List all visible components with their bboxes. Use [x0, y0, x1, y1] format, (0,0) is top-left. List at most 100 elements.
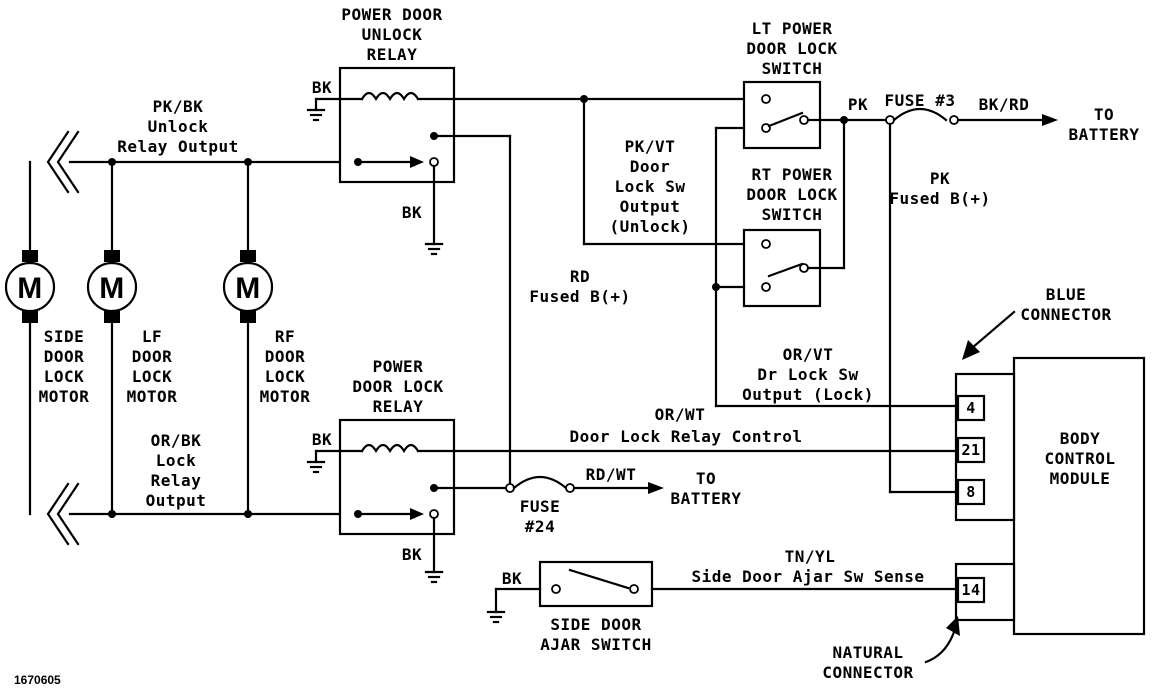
wire-label: Door Lock Relay Control — [569, 427, 802, 446]
power-door-lock-relay: POWER DOOR LOCK RELAY BK BK — [306, 357, 456, 584]
rt-power-door-lock-switch: RT POWER DOOR LOCK SWITCH — [712, 126, 846, 408]
lf-motor-label: LF DOOR LOCK MOTOR — [127, 327, 178, 406]
connector-pin — [956, 478, 986, 506]
motor-symbol: M — [99, 272, 125, 305]
switch-unlock-wiring — [452, 95, 768, 246]
wire-label: Fused B(+) — [529, 287, 630, 306]
or-vt-wire: OR/VT Dr Lock Sw Output (Lock) — [714, 345, 960, 408]
wire-label: BATTERY — [1069, 125, 1140, 144]
wire-label: POWER DOOR — [341, 5, 442, 24]
wire-label: DOOR — [265, 347, 306, 366]
wire-label: Lock Sw — [615, 177, 686, 196]
lt-power-door-lock-switch: LT POWER DOOR LOCK SWITCH — [742, 19, 837, 150]
wire-label: Output (Lock) — [742, 385, 874, 404]
side-door-ajar-switch: BK SIDE DOOR AJAR SWITCH TN/YL Side Door… — [486, 547, 960, 654]
wire-label: NATURAL — [833, 643, 904, 662]
rf-door-lock-motor: M — [222, 250, 274, 323]
pk-feed: PK PK Fused B(+) — [818, 95, 990, 494]
motor-symbol: M — [235, 272, 261, 305]
wire-label: CONNECTOR — [822, 663, 913, 682]
wire-label: PK/VT — [625, 137, 676, 156]
side-door-lock-motor: M — [4, 250, 56, 323]
side-motor-label: SIDE DOOR LOCK MOTOR — [39, 327, 90, 406]
connector-pin — [956, 576, 986, 604]
wire-label: UNLOCK — [362, 25, 423, 44]
body-control-module: BODY CONTROL MODULE — [1012, 356, 1146, 636]
fuse-24: FUSE #24 RD/WT TO BATTERY — [505, 465, 742, 536]
power-door-unlock-relay: POWER DOOR UNLOCK RELAY BK BK — [306, 5, 456, 256]
wire-label: RELAY — [373, 397, 424, 416]
fuse-3: FUSE #3 BK/RD TO BATTERY — [885, 91, 1140, 144]
wire-label: Relay Output — [117, 137, 239, 156]
sw-unlock-output-label: PK/VT Door Lock Sw Output (Unlock) — [609, 137, 690, 236]
wire-label: RF — [275, 327, 295, 346]
wire-label: SWITCH — [762, 59, 823, 78]
wire-label: Fused B(+) — [889, 189, 990, 208]
wire-label: MOTOR — [260, 387, 311, 406]
motor-bus-wires — [28, 130, 342, 546]
wire-label: 14 — [961, 581, 980, 599]
wire-label: DOOR — [44, 347, 85, 366]
wire-label: DOOR LOCK — [746, 185, 837, 204]
wire-label: DOOR — [132, 347, 173, 366]
wire-label: PK — [848, 95, 868, 114]
wire-label: LOCK — [265, 367, 306, 386]
wire-label: SWITCH — [762, 205, 823, 224]
wire-label: Output — [146, 491, 207, 510]
wire-label: RT POWER — [751, 165, 832, 184]
wire-label: Output — [620, 197, 681, 216]
wire-label: LOCK — [44, 367, 85, 386]
wire-label: RD — [570, 267, 590, 286]
wire-label: 4 — [966, 399, 976, 417]
wire-label: MODULE — [1050, 469, 1111, 488]
connector-pin — [956, 394, 986, 422]
wire-label: #24 — [525, 517, 555, 536]
wire-label: FUSE #3 — [885, 91, 956, 110]
wire-label: LF — [142, 327, 162, 346]
wire-label: MOTOR — [39, 387, 90, 406]
natural-connector: 14 NATURAL CONNECTOR — [822, 562, 1016, 682]
wire-label: CONTROL — [1045, 449, 1116, 468]
connector-pin — [956, 436, 986, 464]
lock-relay-output-label: OR/BK Lock Relay Output — [146, 431, 207, 510]
blue-connector: 4 21 8 BLUE CONNECTOR — [954, 285, 1111, 522]
wire-label: OR/BK — [151, 431, 202, 450]
wire-label: Side Door Ajar Sw Sense — [691, 567, 924, 586]
wire-label: RD/WT — [586, 465, 637, 484]
wire-label: SIDE DOOR — [550, 615, 641, 634]
wire-label: OR/VT — [783, 345, 834, 364]
wire-label: BLUE — [1046, 285, 1087, 304]
unlock-relay-output-label: PK/BK Unlock Relay Output — [117, 97, 239, 156]
wire-label: RELAY — [367, 45, 418, 64]
or-wt-wire: OR/WT Door Lock Relay Control — [452, 405, 960, 453]
wire-label: LOCK — [132, 367, 173, 386]
wire-label: CONNECTOR — [1020, 305, 1111, 324]
wire-label: Unlock — [148, 117, 209, 136]
ground-label: BK — [502, 569, 522, 588]
wire-label: Lock — [156, 451, 197, 470]
wire-label: TO — [696, 469, 716, 488]
wire-label: SIDE — [44, 327, 85, 346]
motor-symbol: M — [17, 272, 43, 305]
wire-label: Door — [630, 157, 671, 176]
wire-label: TO — [1094, 105, 1114, 124]
wire-label: LT POWER — [751, 19, 832, 38]
wire-label: PK/BK — [153, 97, 204, 116]
wire-label: PK — [930, 169, 950, 188]
wire-label: DOOR LOCK — [746, 39, 837, 58]
wire-label: Relay — [151, 471, 202, 490]
wire-label: BODY — [1060, 429, 1101, 448]
wire-label: Dr Lock Sw — [757, 365, 858, 384]
wire-label: 8 — [966, 483, 976, 501]
ground-label: BK — [312, 78, 332, 97]
wire-label: TN/YL — [785, 547, 836, 566]
wire-label: DOOR LOCK — [352, 377, 443, 396]
wire-label: BATTERY — [671, 489, 742, 508]
wire-label: OR/WT — [655, 405, 706, 424]
ground-label: BK — [312, 430, 332, 449]
wire-label: 21 — [961, 441, 980, 459]
wire-label: MOTOR — [127, 387, 178, 406]
lf-door-lock-motor: M — [86, 250, 138, 323]
